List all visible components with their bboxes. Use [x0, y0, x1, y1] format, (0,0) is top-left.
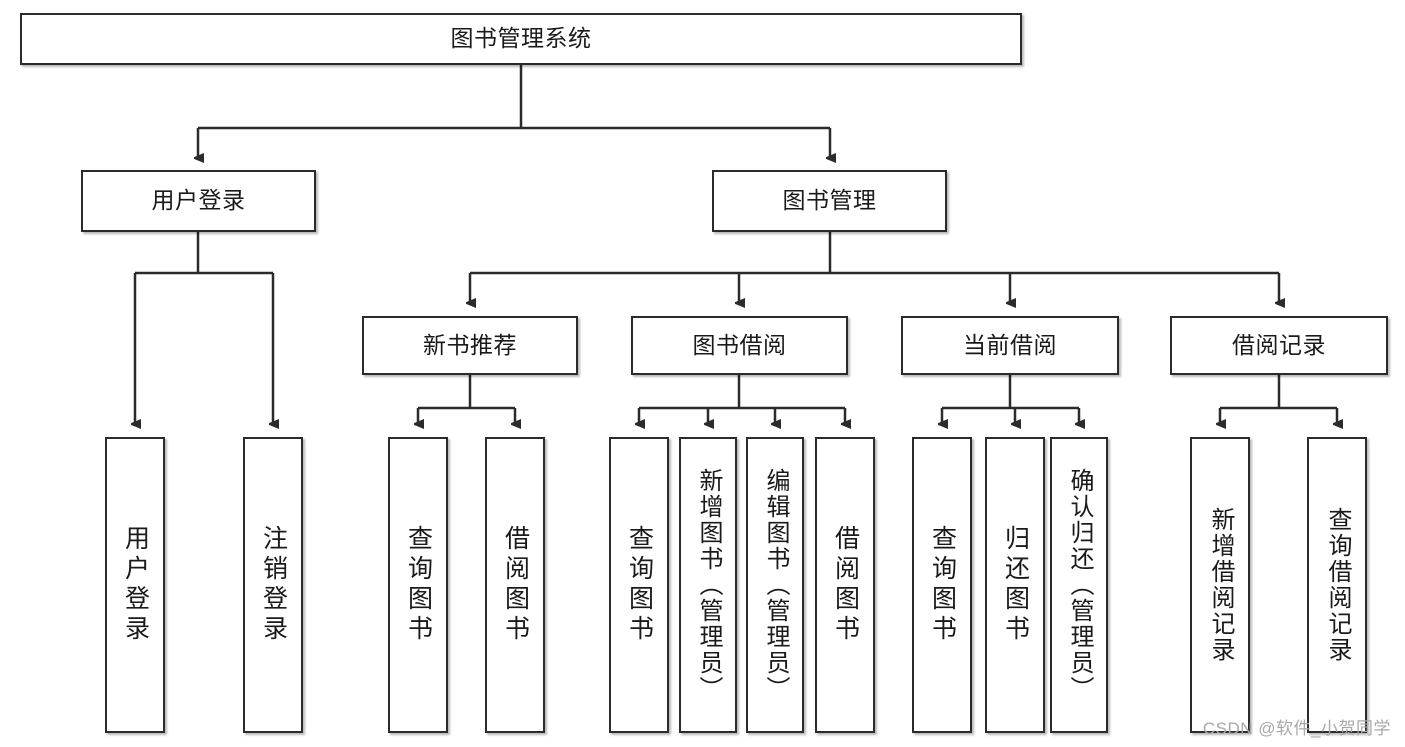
node-root-label: 图书管理系统	[450, 25, 592, 52]
node-root[interactable]: 图书管理系统	[20, 13, 1022, 65]
node-leaf-query-book-rec[interactable]: 查询图书	[388, 437, 448, 733]
node-leaf-borrow-book-rec[interactable]: 借阅图书	[485, 437, 545, 733]
node-new-book-rec-label: 新书推荐	[423, 331, 517, 358]
node-leaf-add-borrow-record[interactable]: 新增借阅记录	[1190, 437, 1250, 733]
node-user-login-label: 用户登录	[151, 187, 246, 214]
node-borrow-record[interactable]: 借阅记录	[1170, 316, 1388, 375]
node-book-borrow[interactable]: 图书借阅	[631, 316, 848, 375]
node-leaf-query-book-borrow[interactable]: 查询图书	[609, 437, 669, 733]
node-leaf-user-login-label: 用户登录	[121, 525, 150, 645]
node-leaf-edit-book-admin-label: 编辑图书（管理员）	[762, 468, 789, 702]
node-leaf-query-borrow-record[interactable]: 查询借阅记录	[1307, 437, 1367, 733]
node-borrow-record-label: 借阅记录	[1232, 331, 1326, 358]
node-leaf-return-book[interactable]: 归还图书	[985, 437, 1045, 733]
node-leaf-add-book-admin-label: 新增图书（管理员）	[695, 468, 722, 702]
node-leaf-confirm-return-admin-label: 确认归还（管理员）	[1066, 468, 1093, 702]
node-book-manage-label: 图书管理	[782, 187, 877, 214]
node-leaf-add-borrow-record-label: 新增借阅记录	[1207, 507, 1234, 663]
node-leaf-logout-login[interactable]: 注销登录	[243, 437, 303, 733]
node-leaf-confirm-return-admin[interactable]: 确认归还（管理员）	[1050, 437, 1108, 733]
node-book-borrow-label: 图书借阅	[692, 331, 787, 358]
node-leaf-borrow-book[interactable]: 借阅图书	[815, 437, 875, 733]
node-current-borrow[interactable]: 当前借阅	[901, 316, 1119, 375]
node-current-borrow-label: 当前借阅	[963, 331, 1057, 358]
node-leaf-query-book-current-label: 查询图书	[928, 525, 957, 645]
node-leaf-user-login[interactable]: 用户登录	[105, 437, 165, 733]
node-leaf-query-book-borrow-label: 查询图书	[625, 525, 654, 645]
node-leaf-query-borrow-record-label: 查询借阅记录	[1324, 507, 1351, 663]
node-new-book-rec[interactable]: 新书推荐	[362, 316, 578, 375]
node-leaf-query-book-current[interactable]: 查询图书	[912, 437, 972, 733]
node-user-login[interactable]: 用户登录	[81, 170, 316, 232]
node-leaf-borrow-book-label: 借阅图书	[831, 525, 860, 645]
node-leaf-edit-book-admin[interactable]: 编辑图书（管理员）	[746, 437, 804, 733]
node-leaf-return-book-label: 归还图书	[1001, 525, 1030, 645]
node-leaf-query-book-rec-label: 查询图书	[404, 525, 433, 645]
watermark-text: CSDN @软件_小贺同学	[1202, 719, 1391, 738]
node-leaf-add-book-admin[interactable]: 新增图书（管理员）	[679, 437, 737, 733]
node-book-manage[interactable]: 图书管理	[712, 170, 947, 232]
node-leaf-borrow-book-rec-label: 借阅图书	[501, 525, 530, 645]
node-leaf-logout-login-label: 注销登录	[259, 525, 288, 645]
